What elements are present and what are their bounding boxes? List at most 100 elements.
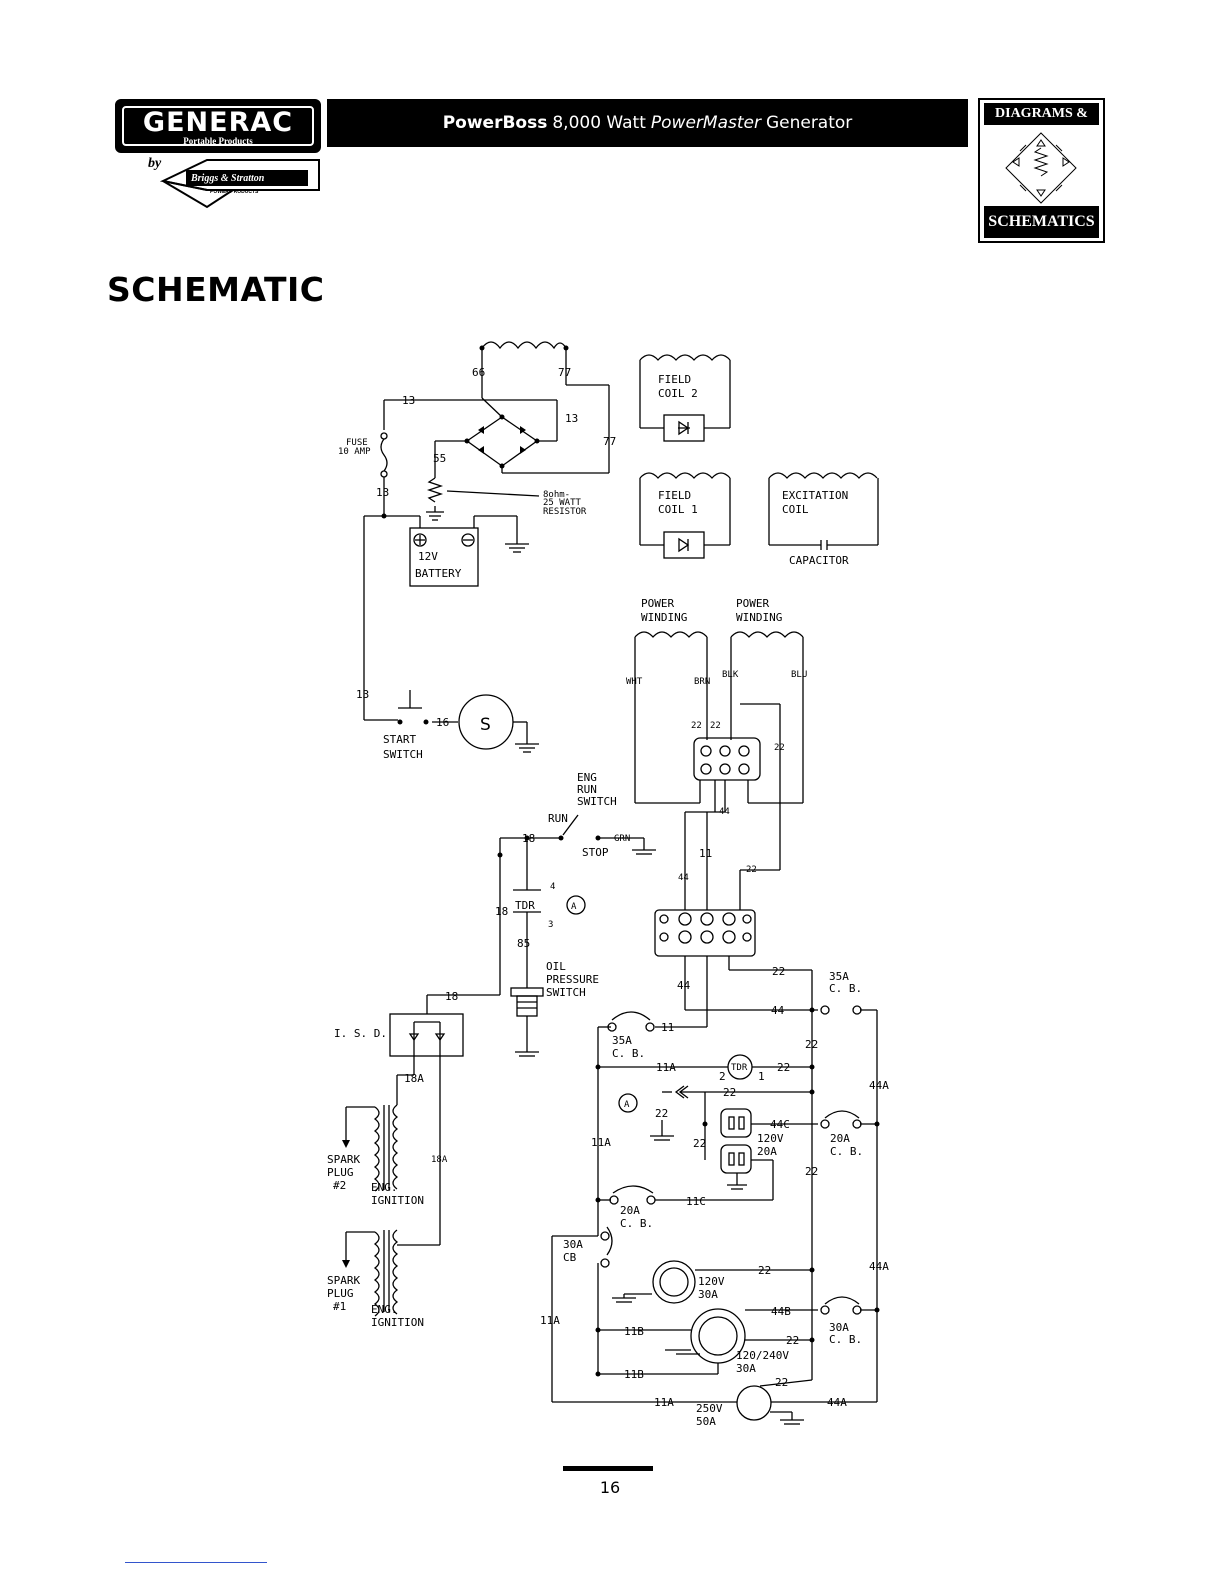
power-winding-1-label-1: POWER [641, 597, 674, 610]
footer-line [125, 1562, 267, 1563]
wire-label-11b: 11B [624, 1325, 644, 1338]
ignition-2-label-1: ENG. [371, 1181, 398, 1194]
wire-label-18-c: 18 [445, 990, 458, 1003]
oil-switch-label-2: PRESSURE [546, 973, 599, 986]
tdr-label: TDR [515, 899, 535, 912]
wire-label-44a-c: 44A [827, 1396, 847, 1409]
wire-label-55: 55 [433, 452, 446, 465]
cb-20a-label-1: 20A [830, 1132, 850, 1145]
eng-run-switch-label-3: SWITCH [577, 795, 617, 808]
wire-label-44a: 44A [869, 1079, 889, 1092]
circle-a-label: A [571, 902, 577, 912]
ignition-1-label-2: IGNITION [371, 1316, 424, 1329]
wire-label-22-a: 22 [691, 721, 702, 731]
terminal-block [654, 909, 878, 1402]
wire-color-blu: BLU [791, 670, 807, 680]
cb-30a-b-label-2: C. B. [829, 1333, 862, 1346]
power-winding-2-label-2: WINDING [736, 611, 782, 624]
page-number: 16 [599, 1478, 621, 1497]
generac-logo: GENERAC Portable Products [115, 99, 321, 153]
wire-label-18: 18 [522, 832, 535, 845]
cb-35a-label-2: C. B. [829, 982, 862, 995]
wire-label-13-b: 13 [565, 412, 578, 425]
wire-label-11a: 11A [656, 1061, 676, 1074]
wire-label-11c: 11C [686, 1195, 706, 1208]
power-windings [634, 631, 804, 910]
wire-label-22-c: 22 [774, 743, 785, 753]
receptacle-120v-label: 120V [757, 1132, 784, 1145]
wire-label-44a-b: 44A [869, 1260, 889, 1273]
wire-label-13: 13 [402, 394, 415, 407]
oil-switch-label-3: SWITCH [546, 986, 586, 999]
wire-color-wht: WHT [626, 677, 643, 687]
cb-30a-label-2: CB [563, 1251, 577, 1264]
power-winding-1-label-2: WINDING [641, 611, 687, 624]
wire-color-blk: BLK [722, 670, 739, 680]
circle-a-label-b: A [624, 1100, 630, 1110]
title-end: Generator [765, 113, 853, 133]
fuse [380, 432, 388, 516]
resistor-label-1: 8ohm- [543, 490, 570, 500]
cb-30a-label-1: 30A [563, 1238, 583, 1251]
power-winding-2-label-1: POWER [736, 597, 769, 610]
wire-label-77: 77 [558, 366, 571, 379]
receptacle-20a-label: 20A [757, 1145, 777, 1158]
schematic-labels: 66 77 13 13 77 FUSE 10 AMP 55 13 8ohm- 2… [327, 366, 889, 1428]
field-coil-2-label-1: FIELD [658, 373, 691, 386]
excitation-coil-label-1: EXCITATION [782, 489, 848, 502]
badge-bottom-label: SCHEMATICS [984, 206, 1099, 238]
wire-label-22-n: 22 [775, 1376, 788, 1389]
excitation-coil-label-2: COIL [782, 503, 809, 516]
isd-module [389, 1013, 464, 1245]
output-circuits [551, 1011, 877, 1425]
wire-label-77-b: 77 [603, 435, 616, 448]
spark-plug-1-label-3: #1 [333, 1300, 346, 1313]
tdr-2-pin-1: 1 [758, 1070, 765, 1083]
battery-label: BATTERY [415, 567, 462, 580]
briggs-stratton-logo-subtitle: POWER PRODUCTS [210, 189, 259, 195]
field-coil-2-label-2: COIL 2 [658, 387, 698, 400]
wire-color-brn: BRN [694, 677, 710, 687]
spark-plug-2-label-2: PLUG [327, 1166, 354, 1179]
page-number-bar [563, 1466, 653, 1471]
wire-label-44-b: 44 [678, 873, 689, 883]
tdr-pin-3: 3 [548, 920, 553, 930]
spark-plug-1-label-1: SPARK [327, 1274, 360, 1287]
title-bar: PowerBoss 8,000 Watt PowerMaster Generat… [327, 99, 968, 147]
eng-run-switch-label-1: ENG [577, 771, 597, 784]
ignition-coil-1 [345, 1229, 440, 1317]
start-switch-label-1: START [383, 733, 416, 746]
field-coil-1 [639, 472, 731, 559]
cb-35a-b-label-1: 35A [612, 1034, 632, 1047]
title-model: PowerMaster [650, 113, 761, 133]
wire-label-18a: 18A [404, 1072, 424, 1085]
battery [363, 515, 529, 721]
receptacle-250v-label: 250V [696, 1402, 723, 1415]
wire-label-44b: 44B [771, 1305, 791, 1318]
starter-motor-label: S [480, 715, 491, 735]
wire-label-22-f: 22 [805, 1038, 818, 1051]
wire-label-85: 85 [517, 937, 530, 950]
badge-top-label: DIAGRAMS & [984, 103, 1099, 125]
oil-switch-label-1: OIL [546, 960, 566, 973]
fuse-amp-label: 10 AMP [338, 447, 371, 457]
wire-label-16: 16 [436, 716, 449, 729]
wire-label-66: 66 [472, 366, 485, 379]
wire-label-11-b: 11 [661, 1021, 674, 1034]
ignition-2-label-2: IGNITION [371, 1194, 424, 1207]
tdr-pin-4: 4 [550, 882, 555, 892]
ignition-coil-2 [345, 1104, 399, 1192]
tdr-2-label: TDR [731, 1063, 748, 1073]
wire-label-11a-c: 11A [540, 1314, 560, 1327]
capacitor-label: CAPACITOR [789, 554, 849, 567]
isd-label: I. S. D. [334, 1027, 387, 1040]
wire-label-44: 44 [719, 807, 730, 817]
cb-20a-b-label-2: C. B. [620, 1217, 653, 1230]
wire-label-18a-b: 18A [431, 1155, 448, 1165]
run-stop-switch [426, 814, 656, 1057]
wire-label-22-k: 22 [805, 1165, 818, 1178]
receptacle-240v-30a-label: 30A [736, 1362, 756, 1375]
fuse-label: FUSE [346, 438, 368, 448]
wire-label-22-b: 22 [710, 721, 721, 731]
wire-label-22-g: 22 [777, 1061, 790, 1074]
